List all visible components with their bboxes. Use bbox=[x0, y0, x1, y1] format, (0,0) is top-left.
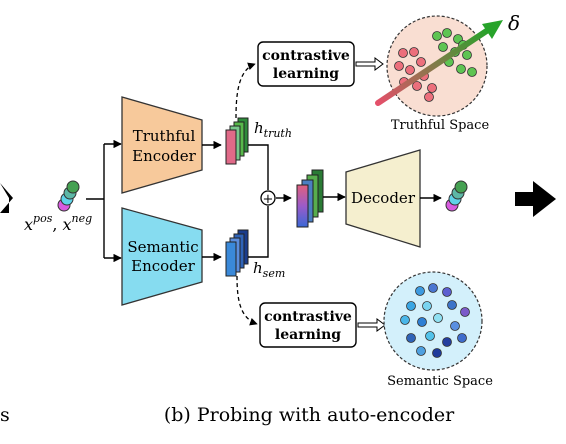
svg-text:Decoder: Decoder bbox=[351, 189, 416, 207]
contrastive-learning-bottom-box: contrastive learning bbox=[259, 302, 357, 348]
contrastive-learning-top-box: contrastive learning bbox=[257, 41, 355, 87]
delta-label: δ bbox=[508, 11, 520, 35]
svg-text:Truthful: Truthful bbox=[133, 127, 196, 145]
to-semantic-space-arrow-icon bbox=[357, 318, 386, 332]
svg-text:learning: learning bbox=[273, 66, 339, 82]
h-truth-label: htruth bbox=[254, 119, 292, 140]
input-token-stack-icon bbox=[57, 180, 80, 212]
semantic-space bbox=[383, 271, 483, 371]
truth-to-contrastive-dashed-arrow bbox=[235, 62, 256, 119]
h-sem-label: hsem bbox=[253, 259, 285, 280]
left-flow-arrow-icon bbox=[0, 183, 13, 213]
svg-text:Encoder: Encoder bbox=[132, 147, 197, 165]
decoder: Decoder bbox=[345, 149, 421, 248]
output-token-stack-icon bbox=[445, 180, 468, 212]
truthful-space: δ bbox=[375, 11, 520, 117]
svg-text:contrastive: contrastive bbox=[264, 309, 352, 325]
concat-plus-icon: + bbox=[260, 190, 276, 207]
svg-text:learning: learning bbox=[275, 327, 341, 343]
delta-direction-arrow bbox=[375, 20, 503, 106]
truthful-encoder: Truthful Encoder bbox=[121, 96, 203, 194]
svg-text:+: + bbox=[263, 192, 274, 207]
left-caption-fragment: s bbox=[0, 404, 10, 426]
to-truthful-space-arrow-icon bbox=[355, 57, 384, 71]
semantic-encoder: Semantic Encoder bbox=[121, 207, 203, 306]
sem-to-contrastive-dashed-arrow bbox=[236, 275, 258, 326]
merged-feature-stack-icon bbox=[296, 169, 324, 228]
svg-text:Semantic: Semantic bbox=[127, 238, 198, 256]
right-flow-arrow-icon bbox=[515, 181, 556, 217]
input-label: xpos, xneg bbox=[24, 212, 92, 234]
svg-text:Encoder: Encoder bbox=[131, 257, 196, 275]
figure-caption: (b) Probing with auto-encoder bbox=[164, 404, 455, 426]
semantic-space-points bbox=[400, 283, 470, 358]
truthful-space-label: Truthful Space bbox=[391, 118, 490, 133]
svg-text:contrastive: contrastive bbox=[262, 48, 350, 64]
input-split-connector bbox=[86, 139, 122, 263]
semantic-space-label: Semantic Space bbox=[387, 374, 493, 389]
h-truth-feature-stack-icon bbox=[225, 117, 249, 165]
h-sem-feature-stack-icon bbox=[225, 229, 249, 277]
merge-connector bbox=[248, 144, 292, 258]
